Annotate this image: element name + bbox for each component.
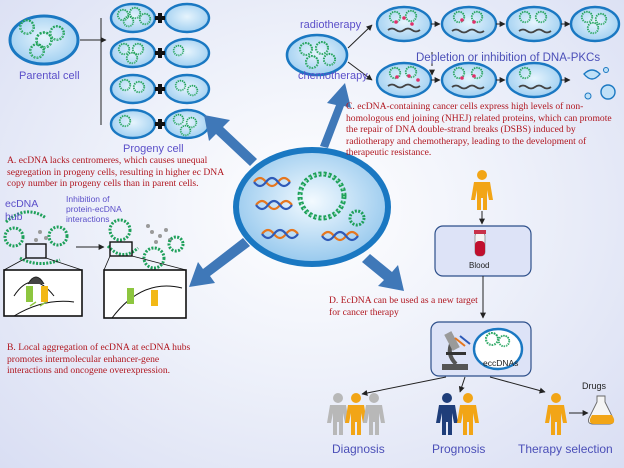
progeny-cell-label: Progeny cell bbox=[123, 143, 184, 155]
panel-d-text: D. EcDNA can be used as a new target for… bbox=[329, 295, 478, 318]
zoom-box-right bbox=[103, 255, 187, 319]
radiotherapy-label: radiotherapy bbox=[300, 19, 362, 31]
panel-b-text: B. Local aggregation of ecDNA at ecDNA h… bbox=[7, 342, 191, 377]
depletion-label: Depletion or inhibition of DNA-PKCs bbox=[416, 52, 601, 64]
patient-figure bbox=[471, 170, 493, 210]
chemotherapy-label: chemotherapy bbox=[298, 70, 368, 82]
dna-damage-dots bbox=[394, 16, 476, 82]
eccdnas-label: eccDNAs bbox=[483, 358, 519, 368]
blood-label: Blood bbox=[469, 261, 490, 270]
plus-icons bbox=[155, 13, 165, 129]
panel-c-text: C. ecDNA-containing cancer cells express… bbox=[346, 101, 612, 159]
diagnosis-label: Diagnosis bbox=[332, 442, 385, 456]
ecdna-hub-label: ecDNA hub bbox=[5, 198, 39, 223]
inhibition-label: Inhibition of protein-ecDNA interactions bbox=[66, 194, 122, 224]
prognosis-figures bbox=[436, 393, 479, 435]
drug-flask-icon bbox=[588, 395, 615, 425]
blood-tube-icon bbox=[474, 230, 486, 257]
parental-cell-label: Parental cell bbox=[19, 70, 80, 82]
radiotherapy-sequence bbox=[375, 5, 621, 43]
parental-cell bbox=[8, 14, 80, 66]
eccdna-cell bbox=[472, 327, 524, 371]
microscope-icon bbox=[442, 331, 471, 370]
progeny-cells bbox=[109, 2, 211, 140]
therapy-source-cell bbox=[285, 33, 349, 77]
therapy-selection-label: Therapy selection bbox=[518, 442, 613, 456]
chemotherapy-sequence bbox=[375, 61, 616, 100]
drugs-label: Drugs bbox=[582, 381, 607, 391]
central-cancer-cell bbox=[233, 147, 391, 267]
prognosis-label: Prognosis bbox=[432, 442, 486, 456]
ecdna-hub-right bbox=[106, 218, 185, 270]
diagnosis-figures bbox=[327, 393, 385, 435]
panel-a-text: A. ecDNA lacks centromeres, which causes… bbox=[7, 155, 224, 190]
therapy-figure bbox=[545, 393, 567, 435]
zoom-box-left bbox=[3, 257, 83, 317]
pathway-arrows bbox=[189, 83, 404, 291]
outcome-arrows bbox=[361, 376, 546, 396]
